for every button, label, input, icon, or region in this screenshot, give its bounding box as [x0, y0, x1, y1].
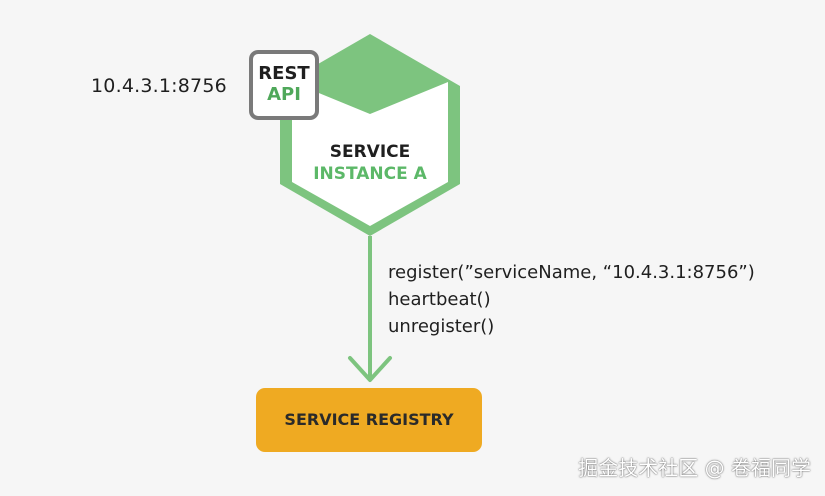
service-hexagon-face [292, 82, 448, 226]
heartbeat-call: heartbeat() [388, 289, 491, 310]
rest-api-box: REST API [249, 50, 319, 120]
arrow-head [348, 356, 392, 382]
api-label: API [267, 84, 301, 105]
ip-address-label: 10.4.3.1:8756 [91, 75, 227, 97]
unregister-call: unregister() [388, 316, 495, 337]
rest-label: REST [258, 63, 310, 84]
registry-calls: register(”serviceName, “10.4.3.1:8756”) … [388, 259, 755, 340]
register-call: register(”serviceName, “10.4.3.1:8756”) [388, 262, 755, 283]
watermark-text: 掘金技术社区 @ 卷福同学 [578, 456, 811, 480]
service-instance-title: SERVICE [329, 142, 411, 162]
service-instance-subtitle: INSTANCE A [313, 164, 427, 184]
service-registry-box: SERVICE REGISTRY [256, 388, 482, 452]
